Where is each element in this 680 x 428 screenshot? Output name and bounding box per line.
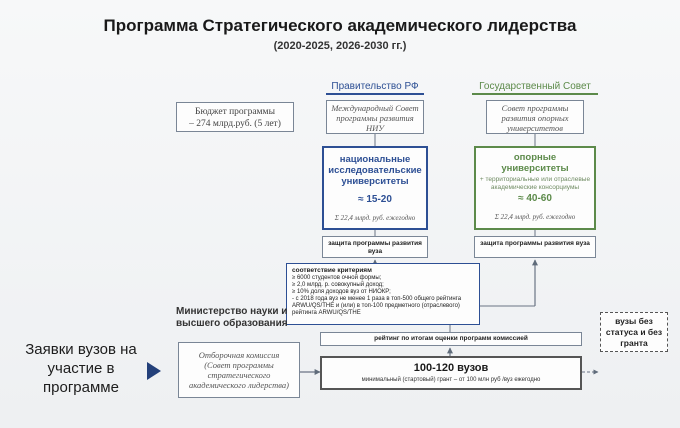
- commission-text: Отборочная комиссия (Совет программы стр…: [189, 350, 289, 390]
- state-council-box: Совет программы развития опорных универс…: [486, 100, 584, 134]
- page-subtitle: (2020-2025, 2026-2030 гг.): [273, 40, 407, 52]
- national-universities-funding: Σ 22,4 млрд. руб. ежегодно: [334, 214, 416, 222]
- gov-council-box: Международный Совет программы развития Н…: [326, 100, 424, 134]
- national-universities-title: национальные исследовательские университ…: [328, 154, 422, 187]
- state-council-text: Совет программы развития опорных универс…: [501, 103, 569, 133]
- rating-text: рейтинг по итогам оценки программ комисс…: [374, 335, 528, 342]
- state-protection-text: защита программы развития вуза: [480, 240, 590, 247]
- criteria-title: соответствие критериям: [292, 267, 372, 274]
- state-header: Государственный Совет: [472, 81, 598, 95]
- supporting-universities-funding: Σ 22,4 млрд. руб. ежегодно: [494, 213, 576, 221]
- supporting-universities-sub: + территориальные или отраслевые академи…: [479, 176, 591, 191]
- gov-header: Правительство РФ: [326, 81, 424, 95]
- gov-protection-box: защита программы развития вуза: [322, 236, 428, 258]
- main-universities-sub: минимальный (стартовый) грант – от 100 м…: [361, 377, 541, 383]
- criteria-item: - с 2018 года вуз не менее 1 раза в топ-…: [292, 296, 462, 316]
- national-universities-box: национальные исследовательские университ…: [322, 146, 428, 230]
- supporting-universities-box: опорные университеты + территориальные и…: [474, 146, 596, 230]
- supporting-universities-count: ≈ 40-60: [518, 193, 552, 204]
- criteria-item: ≥ 2,0 млрд. р. совокупный доход;: [292, 282, 384, 288]
- page-title: Программа Стратегического академического…: [103, 16, 577, 35]
- no-status-text: вузы без статуса и без гранта: [605, 316, 663, 348]
- criteria-box: соответствие критериям ≥ 6000 студентов …: [286, 263, 480, 325]
- gov-protection-text: защита программы развития вуза: [328, 240, 422, 255]
- commission-box: Отборочная комиссия (Совет программы стр…: [178, 342, 300, 398]
- main-universities-box: 100-120 вузов минимальный (стартовый) гр…: [320, 356, 582, 390]
- budget-line-2: – 274 млрд.руб. (5 лет): [189, 119, 281, 129]
- ministry-label: Министерство науки и высшего образования: [176, 306, 288, 329]
- main-universities-title: 100-120 вузов: [413, 362, 489, 374]
- national-universities-count: ≈ 15-20: [358, 194, 392, 205]
- criteria-item: ≥ 6000 студентов очной формы;: [292, 275, 382, 281]
- arrow-right-icon: [147, 362, 161, 380]
- budget-line-1: Бюджет программы: [195, 107, 275, 117]
- budget-box: Бюджет программы – 274 млрд.руб. (5 лет): [176, 102, 294, 132]
- applications-label: Заявки вузов на участие в программе: [25, 341, 137, 396]
- rating-box: рейтинг по итогам оценки программ комисс…: [320, 332, 582, 346]
- state-protection-box: защита программы развития вуза: [474, 236, 596, 258]
- no-status-box: вузы без статуса и без гранта: [600, 312, 668, 352]
- criteria-item: ≥ 10% доля доходов вуз от НИОКР;: [292, 289, 391, 295]
- gov-council-text: Международный Совет программы развития Н…: [331, 103, 419, 133]
- supporting-universities-title: опорные университеты: [501, 152, 569, 174]
